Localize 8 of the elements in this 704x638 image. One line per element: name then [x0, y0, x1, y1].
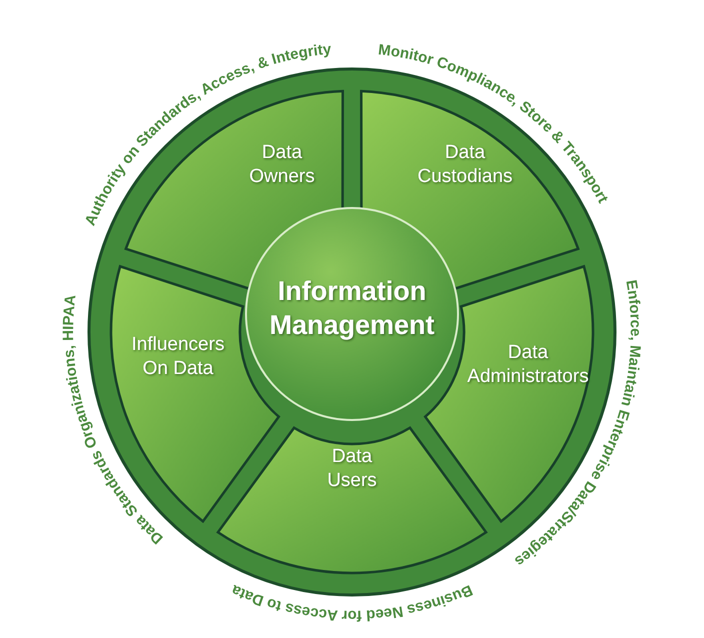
wheel-segment: [216, 426, 488, 574]
segment-label: Data Administrators: [467, 342, 589, 387]
segment-label: Influencers On Data: [132, 334, 224, 379]
center-circle: [245, 207, 459, 421]
segment-label: Data Custodians: [417, 142, 513, 187]
segment-label: Data Owners: [249, 142, 315, 187]
segment-label: Data Users: [327, 446, 377, 491]
center-title: Information Management: [269, 276, 435, 340]
